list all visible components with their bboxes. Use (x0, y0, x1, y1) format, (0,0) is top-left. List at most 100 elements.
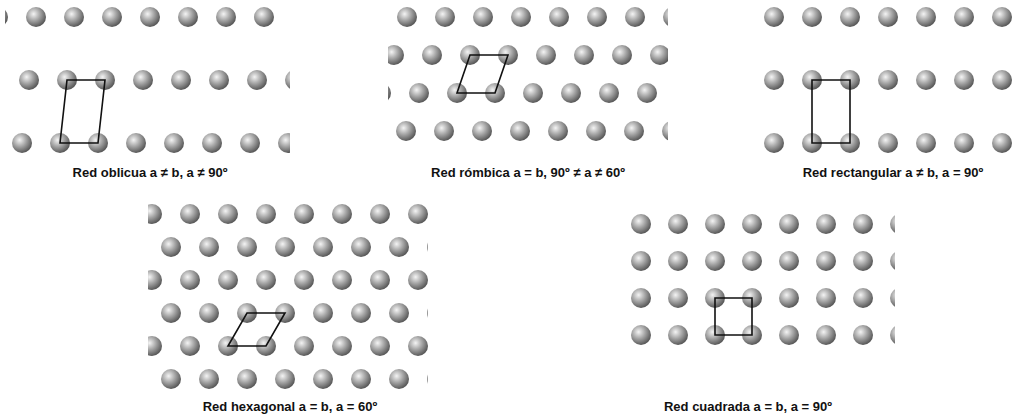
unit-cell (715, 298, 752, 335)
atom-sphere (133, 70, 153, 90)
unit-cell (60, 80, 105, 143)
lattice-caption: Red oblicua a ≠ b, a ≠ 90º (71, 165, 230, 180)
atom-sphere (890, 288, 895, 308)
atom-sphere (779, 214, 799, 234)
atom-sphere (954, 70, 974, 90)
atom-sphere (853, 325, 873, 345)
atom-sphere (397, 7, 417, 27)
atom-sphere (853, 251, 873, 271)
atom-sphere (218, 270, 238, 290)
atom-sphere (663, 7, 668, 27)
atom-sphere (370, 204, 390, 224)
atom-sphere (890, 325, 895, 345)
atom-sphere (574, 45, 594, 65)
atom-sphere (548, 121, 568, 141)
atom-sphere (202, 133, 222, 153)
atom-sphere (511, 7, 531, 27)
atom-sphere (612, 45, 632, 65)
atom-sphere (237, 369, 257, 389)
atom-sphere (370, 336, 390, 356)
atom-sphere (878, 70, 898, 90)
atom-sphere (389, 369, 409, 389)
atom-sphere (256, 270, 276, 290)
atom-sphere (916, 133, 936, 153)
lattice-panel (764, 7, 1012, 153)
atom-sphere (351, 237, 371, 257)
atom-sphere (164, 133, 184, 153)
atom-sphere (510, 121, 530, 141)
atom-sphere (313, 303, 333, 323)
atom-sphere (631, 325, 651, 345)
atom-sphere (409, 83, 429, 103)
atom-sphere (705, 214, 725, 234)
atom-sphere (472, 121, 492, 141)
lattice-caption: Red hexagonal a = b, a = 60º (201, 399, 380, 414)
atom-sphere (802, 7, 822, 27)
atom-sphere (12, 133, 32, 153)
atom-sphere (294, 336, 314, 356)
atom-sphere (890, 214, 895, 234)
atom-sphere (587, 7, 607, 27)
atom-sphere (313, 369, 333, 389)
lattice-caption: Red rómbica a = b, 90º ≠ a ≠ 60º (429, 165, 627, 180)
atom-sphere (178, 7, 198, 27)
atom-sphere (389, 237, 409, 257)
atom-sphere (396, 121, 416, 141)
lattice-panel (5, 7, 290, 153)
atom-sphere (19, 70, 39, 90)
atom-sphere (294, 204, 314, 224)
atom-sphere (408, 204, 428, 224)
atom-sphere (434, 121, 454, 141)
atom-sphere (549, 7, 569, 27)
lattice-caption: Red rectangular a ≠ b, a = 90º (801, 165, 986, 180)
atom-sphere (816, 214, 836, 234)
atom-sphere (637, 83, 657, 103)
atom-sphere (764, 70, 784, 90)
atom-sphere (890, 251, 895, 271)
atom-sphere (650, 45, 668, 65)
atom-sphere (422, 45, 442, 65)
atom-sphere (199, 237, 219, 257)
atom-sphere (351, 303, 371, 323)
atom-sphere (473, 7, 493, 27)
atom-sphere (816, 251, 836, 271)
atom-sphere (237, 237, 257, 257)
atom-sphere (216, 7, 236, 27)
atom-sphere (148, 270, 162, 290)
atom-sphere (435, 7, 455, 27)
atom-sphere (332, 270, 352, 290)
atom-sphere (148, 336, 162, 356)
atom-sphere (624, 121, 644, 141)
atom-sphere (102, 7, 122, 27)
atom-sphere (427, 303, 428, 323)
atom-sphere (668, 214, 688, 234)
atom-sphere (631, 288, 651, 308)
atom-sphere (992, 7, 1012, 27)
atom-sphere (625, 7, 645, 27)
atom-sphere (140, 7, 160, 27)
atom-sphere (388, 45, 404, 65)
atom-sphere (5, 7, 8, 27)
atom-sphere (389, 303, 409, 323)
atom-sphere (26, 7, 46, 27)
atom-sphere (668, 325, 688, 345)
atom-sphere (64, 7, 84, 27)
atom-sphere (275, 237, 295, 257)
atom-sphere (536, 45, 556, 65)
atom-sphere (668, 251, 688, 271)
atom-sphere (779, 251, 799, 271)
atom-sphere (427, 237, 428, 257)
atom-sphere (332, 204, 352, 224)
atom-sphere (256, 204, 276, 224)
atom-sphere (816, 288, 836, 308)
atom-sphere (954, 133, 974, 153)
lattice-caption: Red cuadrada a = b, a = 90º (662, 399, 834, 414)
atom-sphere (351, 369, 371, 389)
atom-sphere (631, 251, 651, 271)
atom-sphere (742, 214, 762, 234)
atom-sphere (523, 83, 543, 103)
atom-sphere (992, 70, 1012, 90)
atom-sphere (285, 70, 290, 90)
atom-sphere (878, 7, 898, 27)
atom-sphere (161, 237, 181, 257)
